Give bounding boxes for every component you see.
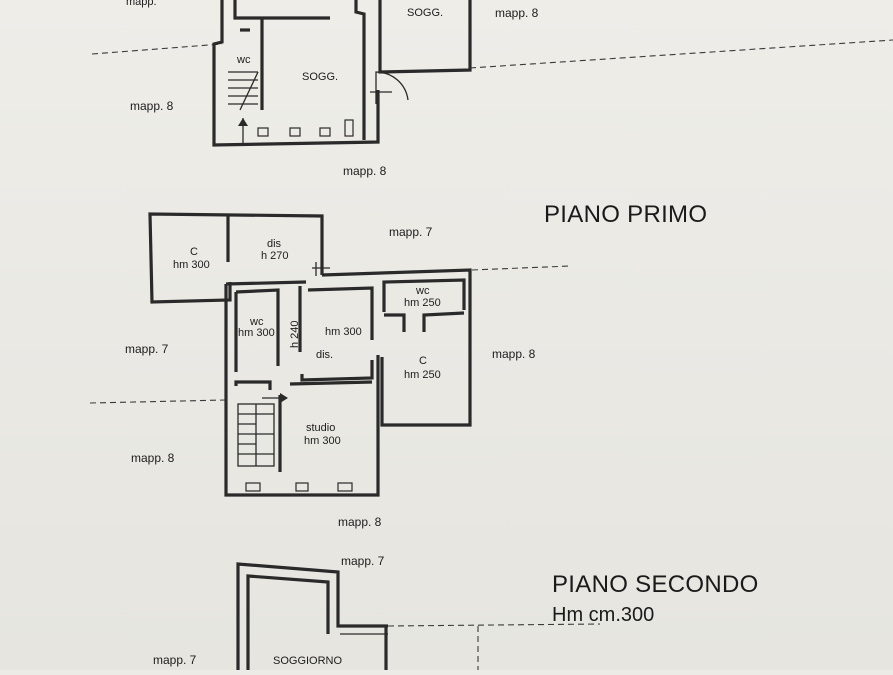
primo-c2-name: C [419,355,427,367]
primo-main-top-wall [225,280,307,286]
secondo-inner-wall [246,574,330,670]
primo-wc2-wall [382,278,466,312]
top-neighbor-left: mapp. 8 [130,99,174,113]
primo-stair-top-wall [234,380,272,390]
property-boundary-line [91,43,223,55]
top-neighbor-bottom: mapp. 8 [343,164,387,178]
primo-neighbor-top: mapp. 7 [389,225,433,239]
primo-wc2-door-right [422,311,465,332]
primo-wc2-height: hm 250 [404,297,441,309]
piano-secondo-subtitle: Hm cm.300 [552,604,654,626]
top-stair [228,71,259,145]
property-boundary-line [469,39,893,69]
primo-studio-top [289,380,373,386]
primo-wc2-door-left [384,313,406,332]
property-boundary-line [89,399,227,404]
top-windows [257,119,354,137]
secondo-neighbor-left: mapp. 7 [153,653,197,667]
primo-h240-label: h 240 [289,320,301,348]
primo-c1-height: hm 300 [173,259,210,271]
primo-mid-room-wall [307,286,374,340]
primo-mid-room-height: hm 300 [325,326,362,338]
top-outer-wall [212,0,380,147]
primo-dis-top-height: h 270 [261,250,289,262]
primo-neighbor-left: mapp. 7 [125,342,169,356]
primo-studio-height: hm 300 [304,435,341,447]
piano-secondo-title: PIANO SECONDO [552,571,759,598]
top-wc-wall [233,0,330,20]
primo-c2-height: hm 250 [404,369,441,381]
primo-dis-wall [300,360,374,382]
secondo-soggiorno-label: SOGGIORNO [273,655,343,667]
top-right-room-wall [378,0,472,74]
primo-wc1-height: hm 300 [238,327,275,339]
top-sogg-left-label: SOGG. [302,71,338,83]
property-boundary-line [471,265,571,271]
primo-wc1-wall [235,288,280,366]
property-boundary-line [387,623,601,627]
primo-neighbor-bottom: mapp. 8 [338,515,382,529]
top-door-swing [375,71,409,104]
primo-neighbor-right: mapp. 8 [492,347,536,361]
piano-secondo-plan: PIANO SECONDO Hm cm.300 SOGGIORNO mapp. … [153,554,759,670]
primo-dis-top-name: dis [267,238,282,250]
secondo-outer-wall [236,562,388,670]
primo-studio-name: studio [306,422,335,434]
top-neighbor-top-left: mapp. [126,0,157,8]
secondo-neighbor-top: mapp. 7 [341,554,385,568]
piano-primo-plan: PIANO PRIMO [89,201,707,529]
primo-main-left-wall [224,284,380,497]
primo-neighbor-left-lower: mapp. 8 [131,451,175,465]
top-floor-plan: mapp. wc SOGG [91,0,893,178]
primo-stair [237,393,288,467]
piano-primo-title: PIANO PRIMO [544,201,707,228]
primo-dis-mid-label: dis. [316,349,333,361]
top-sogg-right-label: SOGG. [407,7,443,19]
primo-main-right-wall [321,268,472,427]
top-inner-wall [354,0,366,140]
primo-upper-block-wall [148,212,324,304]
primo-wc2-name: wc [415,285,430,297]
primo-c1-name: C [190,246,198,258]
primo-windows [245,482,353,492]
top-wc-label: wc [236,54,251,66]
primo-wc1-name: wc [249,316,264,328]
top-neighbor-right: mapp. 8 [495,6,539,20]
